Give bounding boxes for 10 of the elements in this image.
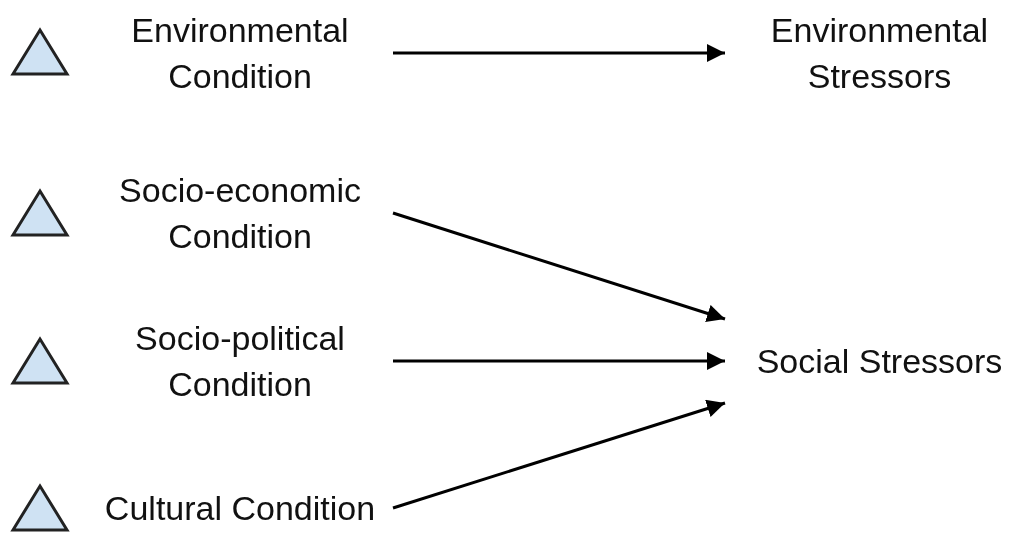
node-label: Social Stressors: [735, 314, 1024, 408]
node-label: Environmental Stressors: [735, 6, 1024, 100]
node-label: Socio-economic Condition: [95, 166, 385, 260]
arrow: [392, 399, 726, 510]
arrow: [392, 211, 726, 323]
arrow: [393, 44, 725, 62]
arrow: [393, 352, 725, 370]
node-label: Socio-political Condition: [95, 314, 385, 408]
node-label: Cultural Condition: [95, 461, 385, 555]
node-label: Environmental Condition: [95, 6, 385, 100]
